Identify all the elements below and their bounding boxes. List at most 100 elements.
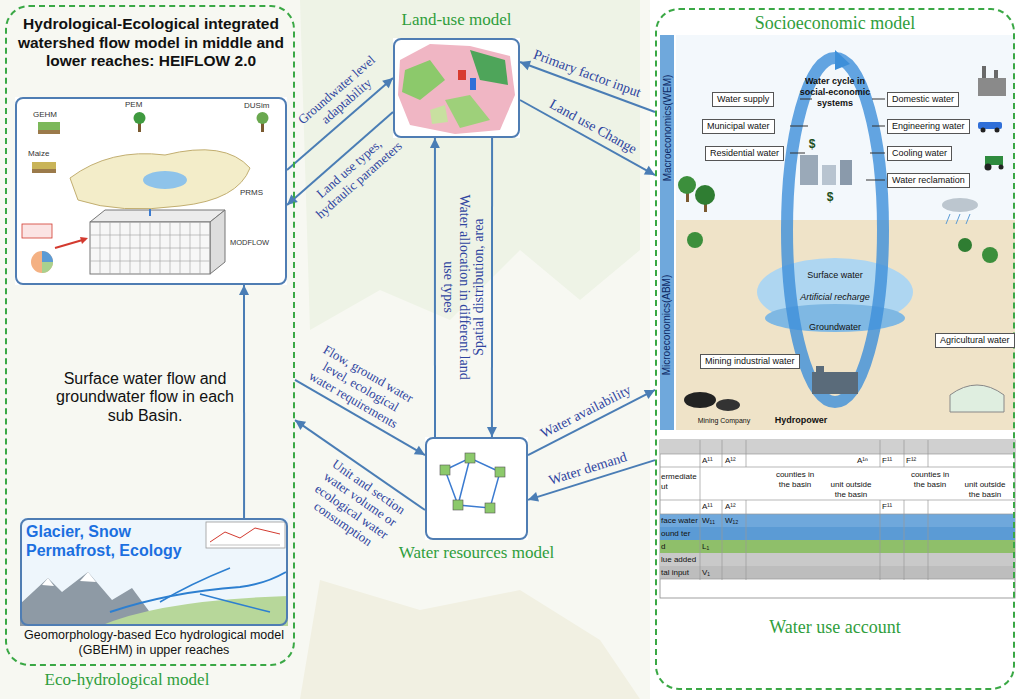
heiflow-illustration bbox=[90, 222, 210, 274]
node-text: Socioeconomic model bbox=[727, 13, 943, 35]
node-text: Glacier, Snow Permafrost, Ecology bbox=[26, 522, 196, 560]
connector bbox=[239, 285, 249, 518]
water-use-table bbox=[660, 440, 1015, 454]
module-label: MODFLOW bbox=[230, 238, 278, 247]
module-label: PEM bbox=[125, 100, 155, 110]
water-cycle-illustration bbox=[950, 385, 1004, 412]
cycle-label: Groundwater bbox=[805, 322, 865, 333]
water-cycle-illustration bbox=[787, 58, 883, 402]
table-cell: A¹² bbox=[725, 456, 745, 466]
water-cycle-illustration bbox=[765, 304, 905, 332]
edge-label: Water demand bbox=[533, 445, 643, 493]
model-box: Glacier, Snow Permafrost, EcologyGeomorp… bbox=[20, 518, 288, 626]
water-use-table bbox=[660, 566, 1015, 579]
node-text: Water resources model bbox=[385, 543, 568, 563]
heiflow-illustration bbox=[143, 171, 187, 189]
table-cell: d bbox=[661, 542, 700, 552]
land-use-map bbox=[393, 38, 520, 138]
node-text: Residential water bbox=[710, 148, 779, 159]
edge-label: Groundwater level adaptability bbox=[290, 48, 394, 144]
cycle-label: Artificial recharge bbox=[797, 292, 873, 303]
arrow-head bbox=[287, 195, 298, 205]
land-use-map bbox=[470, 78, 476, 90]
gbehm-illustration bbox=[110, 572, 286, 612]
heiflow-illustration bbox=[210, 210, 225, 274]
money-sign: $ bbox=[824, 190, 836, 204]
node-text: Land-use model bbox=[363, 10, 550, 30]
water-network bbox=[425, 437, 528, 540]
cycle-label: Surface water bbox=[805, 270, 865, 281]
edge-label: Water allocation in different land use t… bbox=[440, 193, 472, 383]
heiflow-illustration bbox=[32, 169, 56, 173]
water-use-table bbox=[700, 440, 928, 580]
water-cycle-illustration bbox=[676, 35, 1015, 430]
land-use-map bbox=[398, 44, 515, 134]
arrow-head bbox=[644, 166, 655, 175]
connector bbox=[430, 138, 440, 437]
gbehm-illustration bbox=[200, 594, 270, 612]
node-text: Eco-hydrological model bbox=[7, 670, 247, 690]
cycle-label: Hydropower bbox=[770, 415, 832, 426]
table-cell: A¹² bbox=[725, 502, 745, 512]
cycle-label: Mining Company bbox=[692, 417, 756, 425]
edge-label: Flow, ground water level, ecological wat… bbox=[299, 339, 421, 435]
map-background bbox=[300, 580, 640, 699]
water-network bbox=[465, 453, 475, 463]
edge-label: Water availability bbox=[525, 375, 648, 449]
node-text: Microeconomics(ABM) bbox=[661, 220, 673, 430]
water-use-box: Cooling water bbox=[887, 146, 952, 161]
node-text: Domestic water bbox=[892, 94, 954, 105]
money-sign: $ bbox=[806, 137, 818, 151]
arrow-head bbox=[295, 420, 306, 430]
gbehm-illustration bbox=[100, 596, 288, 626]
table-cell: V₁ bbox=[702, 568, 722, 578]
connector bbox=[520, 100, 655, 175]
water-cycle-illustration bbox=[816, 366, 824, 372]
water-cycle-illustration bbox=[716, 399, 740, 411]
node-text: Mining industrial water bbox=[705, 356, 795, 367]
water-cycle-illustration bbox=[978, 78, 1006, 96]
water-cycle-illustration bbox=[982, 66, 986, 78]
table-cell: unit outside the basin bbox=[824, 480, 878, 499]
arrow-head bbox=[382, 78, 393, 88]
table-cell: F¹¹ bbox=[882, 502, 904, 512]
water-cycle-illustration bbox=[982, 247, 998, 263]
connector-line bbox=[491, 138, 493, 437]
water-cycle-illustration bbox=[695, 185, 715, 205]
table-cell: lue added bbox=[661, 555, 700, 565]
arrow-head bbox=[520, 61, 531, 70]
water-cycle-illustration bbox=[684, 392, 716, 408]
table-cell: A¹¹ bbox=[702, 456, 722, 466]
arrow-head bbox=[239, 285, 249, 295]
water-cycle-illustration bbox=[678, 176, 696, 194]
water-use-box: Water supply bbox=[712, 92, 774, 107]
water-use-table bbox=[660, 540, 1015, 553]
scale-band: Macroeconomics(WEM) bbox=[660, 35, 674, 220]
water-use-box: Municipal water bbox=[702, 119, 775, 134]
heiflow-illustration bbox=[42, 262, 53, 273]
node-text: Water reclamation bbox=[892, 175, 965, 186]
gbehm-illustration bbox=[206, 522, 285, 548]
water-use-table bbox=[660, 553, 1015, 566]
gbehm-illustration bbox=[210, 545, 280, 546]
gbehm-illustration bbox=[80, 572, 96, 582]
node-text: Water supply bbox=[717, 94, 769, 105]
heiflow-illustration bbox=[90, 222, 210, 274]
gbehm-illustration bbox=[42, 578, 54, 586]
arrow-head bbox=[430, 138, 440, 148]
water-use-table bbox=[660, 440, 1015, 598]
water-use-table bbox=[660, 527, 1015, 540]
arrow-head bbox=[528, 492, 539, 502]
water-use-box: Domestic water bbox=[887, 92, 959, 107]
water-cycle-illustration bbox=[985, 164, 992, 171]
table-cell: W₁₂ bbox=[725, 516, 745, 526]
table-cell: tal input bbox=[661, 568, 700, 578]
table-cell: A¹ⁿ bbox=[857, 456, 879, 466]
table-cell: W₁₁ bbox=[702, 516, 722, 526]
table-cell: counties in the basin bbox=[905, 470, 955, 489]
land-use-map bbox=[445, 95, 490, 128]
